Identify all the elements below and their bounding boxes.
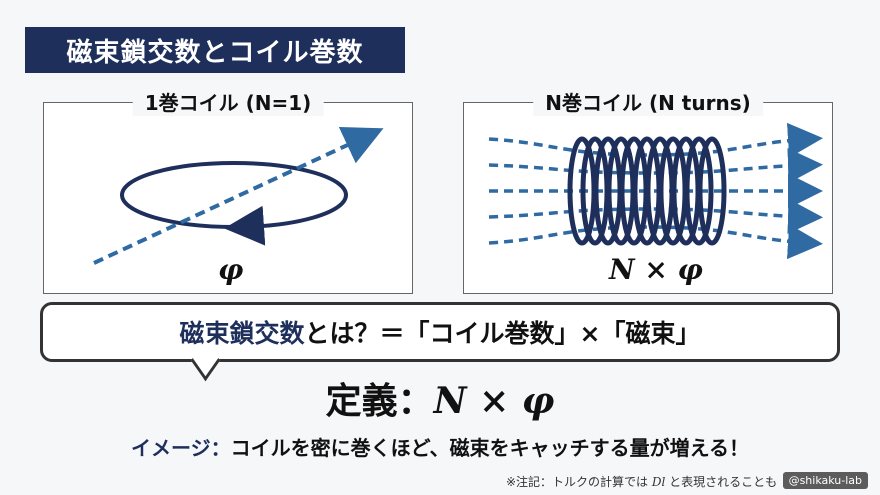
definition-formula: N × φ <box>433 380 555 422</box>
footnote-suffix: と表現されることも <box>665 475 778 489</box>
single-turn-loop <box>120 161 348 229</box>
loop-direction-arrow <box>224 205 266 246</box>
single-turn-label: 1巻コイル (N=1) <box>132 87 324 116</box>
n-turn-diagram <box>488 122 823 260</box>
coil-turn <box>684 136 714 246</box>
watermark: @shikaku-lab <box>782 472 868 489</box>
flux-line <box>93 126 384 265</box>
definition-label: 定義： <box>325 381 434 422</box>
definition-line: 定義：N × φ <box>0 372 880 424</box>
footnote-prefix: ※注記：トルクの計算では <box>506 475 652 489</box>
coil-turn <box>697 136 727 246</box>
footnote: ※注記：トルクの計算では Dl と表現されることも <box>506 473 777 490</box>
footnote-math: Dl <box>651 475 666 489</box>
image-line: イメージ：コイルを密に巻くほど、磁束をキャッチする量が増える！ <box>0 432 880 461</box>
flux-lines <box>488 122 823 260</box>
single-turn-diagram <box>93 126 384 265</box>
definition-bubble: 磁束鎖交数とは？＝「コイル巻数」×「磁束」 <box>40 302 840 382</box>
single-turn-formula: φ <box>218 253 244 286</box>
bubble-term: 磁束鎖交数 <box>179 319 305 348</box>
n-turn-formula: N × φ <box>609 253 703 286</box>
image-label: イメージ： <box>130 436 231 460</box>
n-turn-label: N巻コイル (N turns) <box>533 87 763 116</box>
image-text: コイルを密に巻くほど、磁束をキャッチする量が増える！ <box>230 436 749 460</box>
page-title: 磁束鎖交数とコイル巻数 <box>25 27 405 73</box>
coil-turns <box>567 136 727 246</box>
bubble-text: とは？＝「コイル巻数」×「磁束」 <box>304 319 701 348</box>
single-turn-panel: 1巻コイル (N=1) φ <box>43 87 413 294</box>
n-turn-panel: N巻コイル (N turns) N × φ <box>463 87 833 294</box>
